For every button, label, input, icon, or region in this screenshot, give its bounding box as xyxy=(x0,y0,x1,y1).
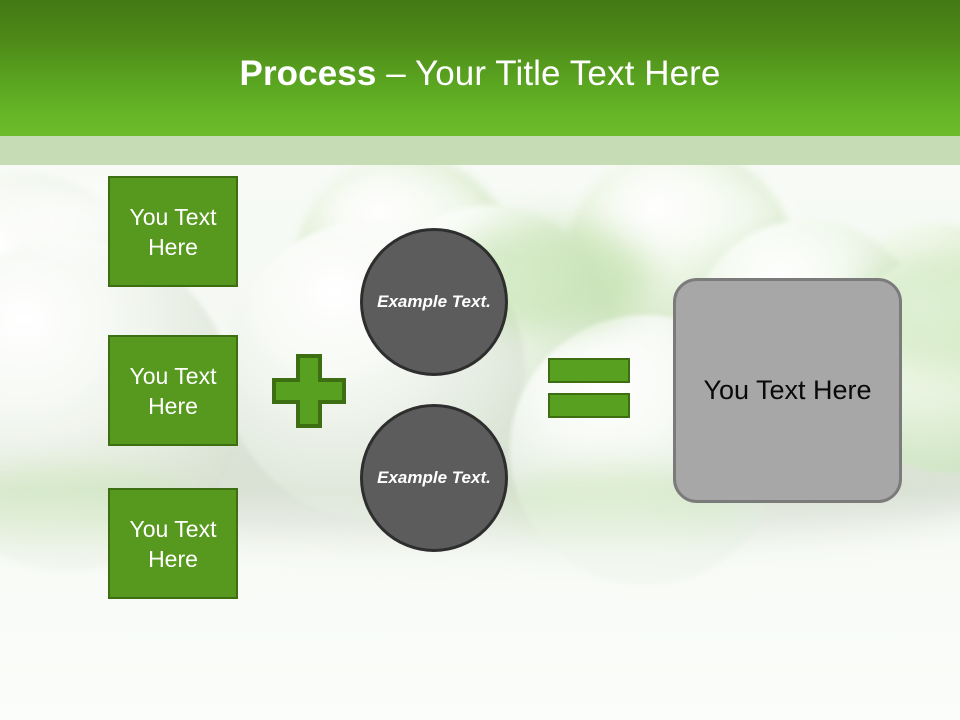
page-title: Process – Your Title Text Here xyxy=(0,52,960,96)
result-box[interactable]: You Text Here xyxy=(673,278,902,503)
input-box-1[interactable]: You Text Here xyxy=(108,176,238,287)
equals-bar-top xyxy=(548,358,630,383)
modifier-circle-1-label: Example Text. xyxy=(377,292,491,311)
header-band xyxy=(0,0,960,136)
page-title-rest: – Your Title Text Here xyxy=(376,54,721,93)
page-title-bold: Process xyxy=(239,54,377,93)
input-box-1-label: You Text Here xyxy=(129,203,217,260)
input-box-3-label: You Text Here xyxy=(129,515,217,572)
header-accent-band xyxy=(0,136,960,165)
result-box-label: You Text Here xyxy=(703,375,872,405)
equals-icon xyxy=(548,358,632,420)
modifier-circle-2-label: Example Text. xyxy=(377,468,491,487)
modifier-circle-1[interactable]: Example Text. xyxy=(360,228,508,376)
marble-highlight-3 xyxy=(610,175,790,245)
equals-bar-bottom xyxy=(548,393,630,418)
modifier-circle-2[interactable]: Example Text. xyxy=(360,404,508,552)
plus-icon xyxy=(272,354,346,428)
input-box-2-label: You Text Here xyxy=(129,362,217,419)
input-box-2[interactable]: You Text Here xyxy=(108,335,238,446)
input-box-3[interactable]: You Text Here xyxy=(108,488,238,599)
